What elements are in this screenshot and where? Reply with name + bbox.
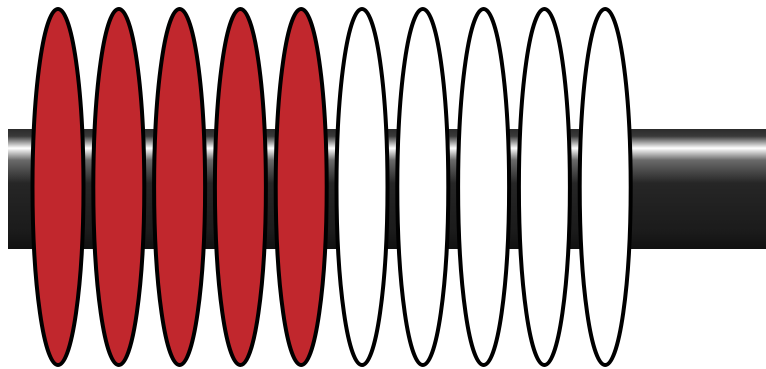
empty-disc xyxy=(458,9,509,365)
filled-disc xyxy=(215,9,266,365)
filled-disc xyxy=(33,9,84,365)
empty-disc xyxy=(397,9,448,365)
empty-disc xyxy=(580,9,631,365)
filled-disc xyxy=(93,9,144,365)
empty-disc xyxy=(337,9,388,365)
empty-disc xyxy=(519,9,570,365)
filled-disc xyxy=(154,9,205,365)
filled-disc xyxy=(276,9,327,365)
